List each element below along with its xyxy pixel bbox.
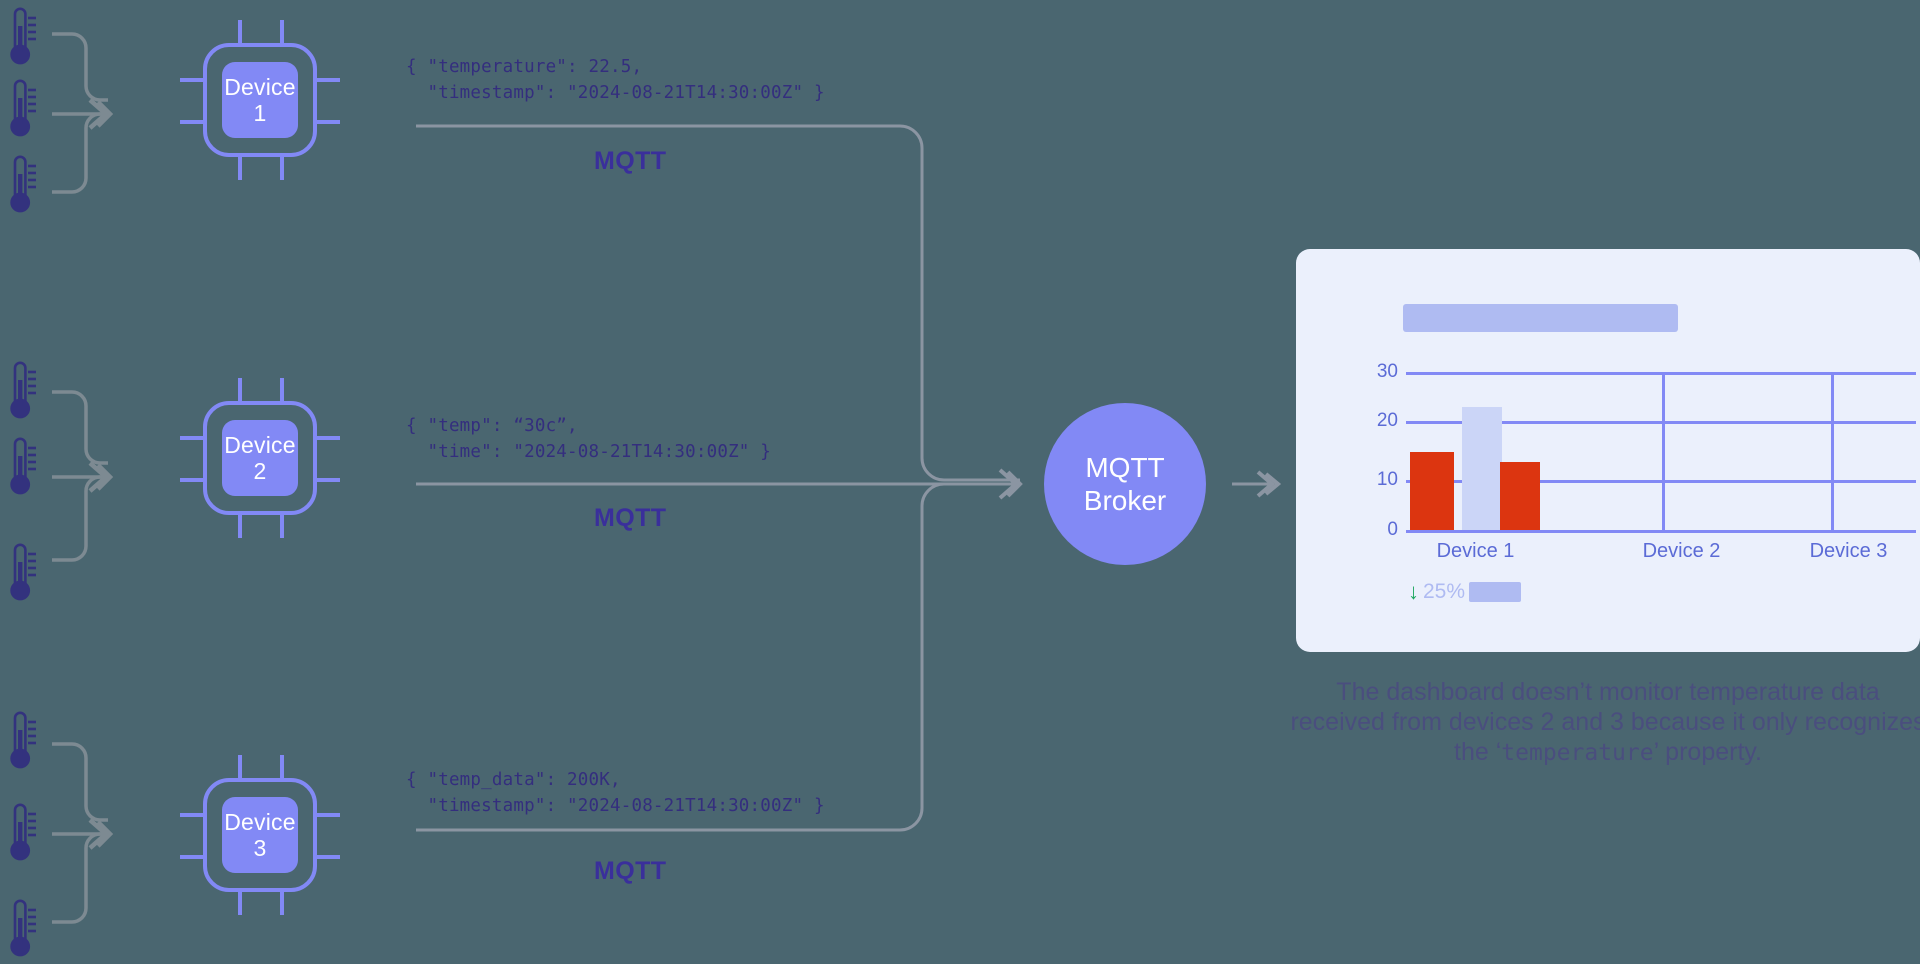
chip-pin [238, 511, 242, 538]
chip-pin [280, 153, 284, 180]
chip-pin [238, 20, 242, 47]
x-tick-device-3: Device 3 [1809, 540, 1888, 562]
axis-baseline [1406, 530, 1916, 533]
category-separator-2 [1831, 372, 1834, 532]
bar-device1-series-c[interactable] [1500, 462, 1540, 530]
gridline-10 [1406, 480, 1916, 483]
chip-pin [238, 755, 242, 782]
chip-pin [180, 436, 207, 440]
chip-pin [280, 378, 284, 405]
caption-text-part1: The dashboard doesn’t monitor temperatur… [1290, 678, 1920, 766]
chip-outline [203, 401, 317, 515]
y-tick-20: 20 [1376, 410, 1398, 431]
thermometer-icon [4, 4, 38, 70]
device-label-line1: Device [224, 73, 296, 100]
thermometer-icon [4, 76, 38, 142]
device-label-line2: 3 [253, 835, 267, 861]
device-2-protocol-label: MQTT [594, 504, 667, 532]
chip-pin [280, 511, 284, 538]
y-tick-10: 10 [1376, 469, 1398, 490]
chip-pin [238, 153, 242, 180]
thermometer-icon [4, 358, 38, 424]
sensor-bracket-arrow [48, 378, 133, 568]
bar-device1-series-b[interactable] [1462, 407, 1502, 530]
chip-pin [238, 888, 242, 915]
gridline-20 [1406, 421, 1916, 424]
chip-pin [313, 436, 340, 440]
chip-pin [180, 78, 207, 82]
device-3-payload-line1: { "temp_data": 200K, [406, 770, 621, 790]
device-1-protocol-label: MQTT [594, 147, 667, 175]
y-tick-0: 0 [1387, 519, 1398, 540]
arrow-down-icon: ↓ [1408, 579, 1419, 604]
device-chip-2[interactable]: Device 2 [180, 378, 340, 538]
device-3-protocol-label: MQTT [594, 857, 667, 885]
caption-text-part2: ’ property. [1653, 738, 1762, 766]
chip-pin [280, 888, 284, 915]
chip-pin [313, 78, 340, 82]
chip-core: Device 3 [222, 797, 298, 873]
thermometer-icon [4, 434, 38, 500]
thermometer-icon [4, 152, 38, 218]
chip-pin [280, 755, 284, 782]
device-label-line2: 2 [253, 458, 267, 484]
device-1-payload-line1: { "temperature": 22.5, [406, 57, 643, 77]
dashboard-title-placeholder [1403, 304, 1678, 332]
mqtt-broker-node[interactable]: MQTT Broker [1044, 403, 1206, 565]
chip-pin [313, 478, 340, 482]
device-label-line1: Device [224, 431, 296, 458]
x-tick-device-2: Device 2 [1642, 540, 1721, 562]
chip-outline [203, 778, 317, 892]
chip-core: Device 1 [222, 62, 298, 138]
delta-placeholder-bar [1469, 582, 1522, 602]
chip-pin [180, 120, 207, 124]
chip-pin [238, 378, 242, 405]
chip-outline [203, 43, 317, 157]
device-2-payload-line2: "time": "2024-08-21T14:30:00Z" } [406, 442, 772, 462]
bar-chart: 30 20 10 0 Device 1 Device 2 Device 3 [1296, 249, 1920, 652]
device-1-payload-line2: "timestamp": "2024-08-21T14:30:00Z" } [406, 83, 825, 103]
chip-pin [313, 813, 340, 817]
chip-pin [180, 478, 207, 482]
device-chip-3[interactable]: Device 3 [180, 755, 340, 915]
caption-property-name: temperature [1501, 740, 1654, 766]
sensor-bracket-arrow [48, 730, 133, 930]
chip-pin [313, 120, 340, 124]
broker-label-line2: Broker [1083, 485, 1167, 516]
thermometer-icon [4, 708, 38, 774]
device-label-line2: 1 [253, 100, 267, 126]
broker-label-line1: MQTT [1085, 451, 1165, 483]
category-separator-1 [1662, 372, 1665, 532]
y-tick-30: 30 [1376, 361, 1398, 382]
bar-device1-series-a[interactable] [1410, 452, 1454, 530]
device-label-line1: Device [224, 808, 296, 835]
chip-pin [313, 855, 340, 859]
chip-pin [180, 813, 207, 817]
chip-pin [280, 20, 284, 47]
thermometer-icon [4, 896, 38, 962]
device-2-payload-line1: { "temp": “30c”, [406, 416, 578, 436]
dashboard-caption: The dashboard doesn’t monitor temperatur… [1286, 677, 1920, 768]
thermometer-icon [4, 540, 38, 606]
chip-core: Device 2 [222, 420, 298, 496]
chip-pin [180, 855, 207, 859]
thermometer-icon [4, 800, 38, 866]
x-tick-device-1: Device 1 [1436, 540, 1515, 562]
sensor-bracket-arrow [48, 20, 133, 200]
gridline-30 [1406, 372, 1916, 375]
device-chip-1[interactable]: Device 1 [180, 20, 340, 180]
device-3-payload-line2: "timestamp": "2024-08-21T14:30:00Z" } [406, 796, 825, 816]
dashboard-card[interactable]: 30 20 10 0 Device 1 Device 2 Device 3 ↓ … [1296, 249, 1920, 652]
delta-value: 25% [1423, 580, 1466, 603]
delta-indicator: ↓ 25% [1408, 579, 1522, 604]
